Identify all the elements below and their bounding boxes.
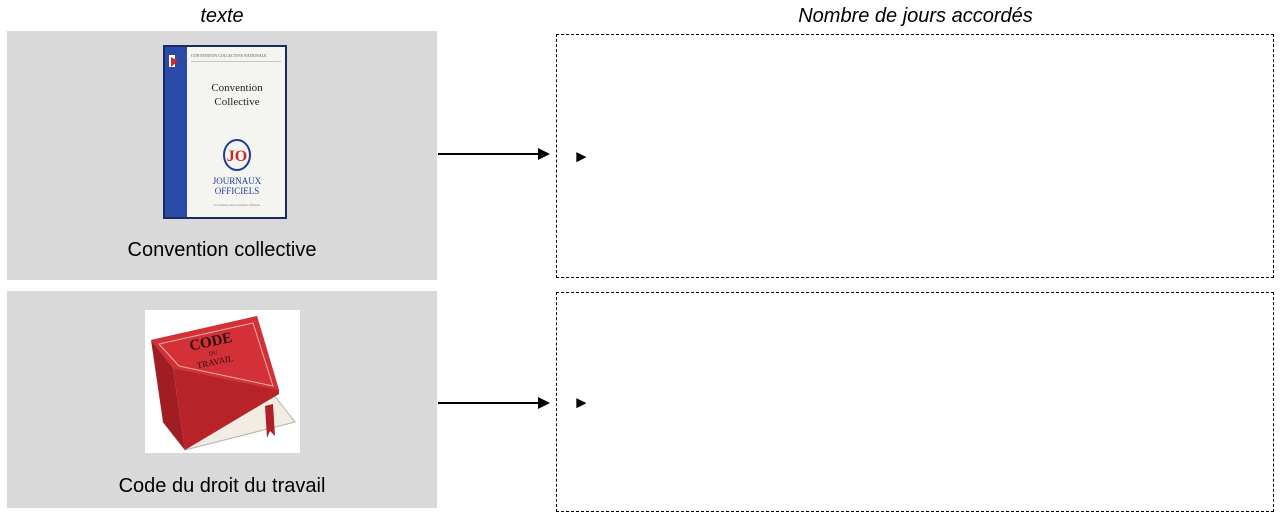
source-panel-code-travail: CODE DU TRAVAIL Code du droit du travail (7, 291, 437, 508)
answer-box-code-travail[interactable]: ► (556, 292, 1274, 512)
svg-text:Collective: Collective (214, 96, 259, 108)
column-header-nombre-jours: Nombre de jours accordés (798, 5, 1033, 27)
svg-text:JO: JO (227, 148, 247, 165)
code-du-travail-book-icon: CODE DU TRAVAIL (145, 310, 300, 453)
svg-text:JOURNAUX: JOURNAUX (213, 176, 262, 186)
svg-text:OFFICIELS: OFFICIELS (215, 186, 260, 196)
svg-text:Convention: Convention (211, 82, 263, 94)
arrow-right-icon (438, 148, 550, 160)
caption-convention-collective: Convention collective (127, 239, 317, 261)
column-header-texte: texte (200, 5, 244, 27)
journal-officiel-cover-icon: CONVENTION COLLECTIVE NATIONALE Conventi… (163, 45, 287, 219)
bullet-marker: ► (573, 147, 590, 166)
answer-box-convention[interactable]: ► (556, 34, 1274, 278)
caption-code-du-travail: Code du droit du travail (118, 475, 326, 497)
svg-text:CONVENTION COLLECTIVE NATIONAL: CONVENTION COLLECTIVE NATIONALE (191, 53, 267, 58)
svg-text:La tribune des Journaux offici: La tribune des Journaux officiels (214, 203, 261, 207)
bullet-marker: ► (573, 393, 590, 412)
svg-text:DU: DU (209, 350, 219, 358)
source-panel-convention: CONVENTION COLLECTIVE NATIONALE Conventi… (7, 31, 437, 280)
arrow-right-icon (438, 397, 550, 409)
